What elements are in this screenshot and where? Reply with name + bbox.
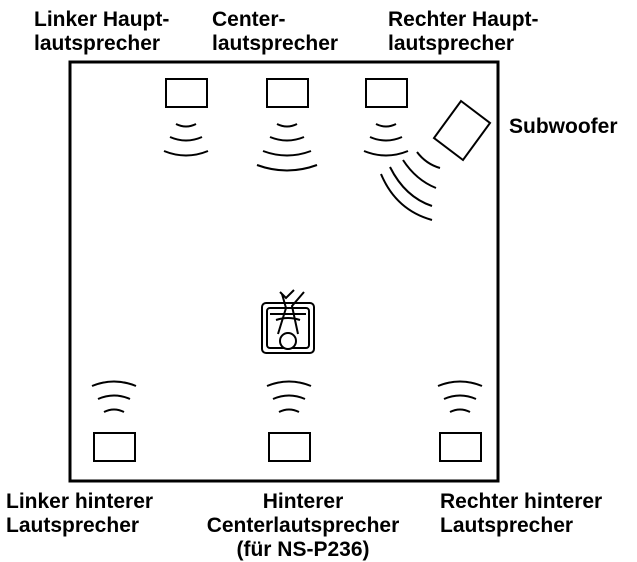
rear-right-speaker-label: Rechter hinterer Lautsprecher [440,490,602,538]
front-right-label-line2: lautsprecher [388,32,515,55]
center-speaker-label: Center- lautsprecher [212,8,338,56]
rear-left-label-line1: Linker hinterer [6,490,154,513]
rear-center-speaker-label: Hinterer Centerlautsprecher (für NS-P236… [188,490,418,562]
front-left-speaker [163,78,209,157]
subwoofer-speaker [380,99,492,221]
subwoofer-label: Subwoofer [509,115,618,139]
rear-right-label-line2: Lautsprecher [440,514,574,537]
rear-left-speaker [91,380,137,462]
room-outline [68,60,500,483]
front-left-speaker-label: Linker Haupt- lautsprecher [34,8,169,56]
rear-right-speaker [437,380,483,462]
rear-right-label-line1: Rechter hinterer [440,490,603,513]
center-label-line1: Center- [212,8,286,31]
rear-center-label-line2: Centerlautsprecher [206,514,400,537]
front-right-label-line1: Rechter Haupt- [388,8,539,31]
rear-center-label-line3: (für NS-P236) [236,538,370,561]
center-speaker [256,78,318,172]
rear-left-speaker-label: Linker hinterer Lautsprecher [6,490,153,538]
rear-left-label-line2: Lautsprecher [6,514,140,537]
front-right-speaker [363,78,409,157]
rear-center-speaker [266,380,312,462]
subwoofer-label-text: Subwoofer [509,115,618,138]
center-label-line2: lautsprecher [212,32,339,55]
listener-seat-icon [261,289,315,354]
front-left-label-line2: lautsprecher [34,32,161,55]
front-right-speaker-label: Rechter Haupt- lautsprecher [388,8,539,56]
rear-center-label-line1: Hinterer [262,490,344,513]
front-left-label-line1: Linker Haupt- [34,8,170,31]
